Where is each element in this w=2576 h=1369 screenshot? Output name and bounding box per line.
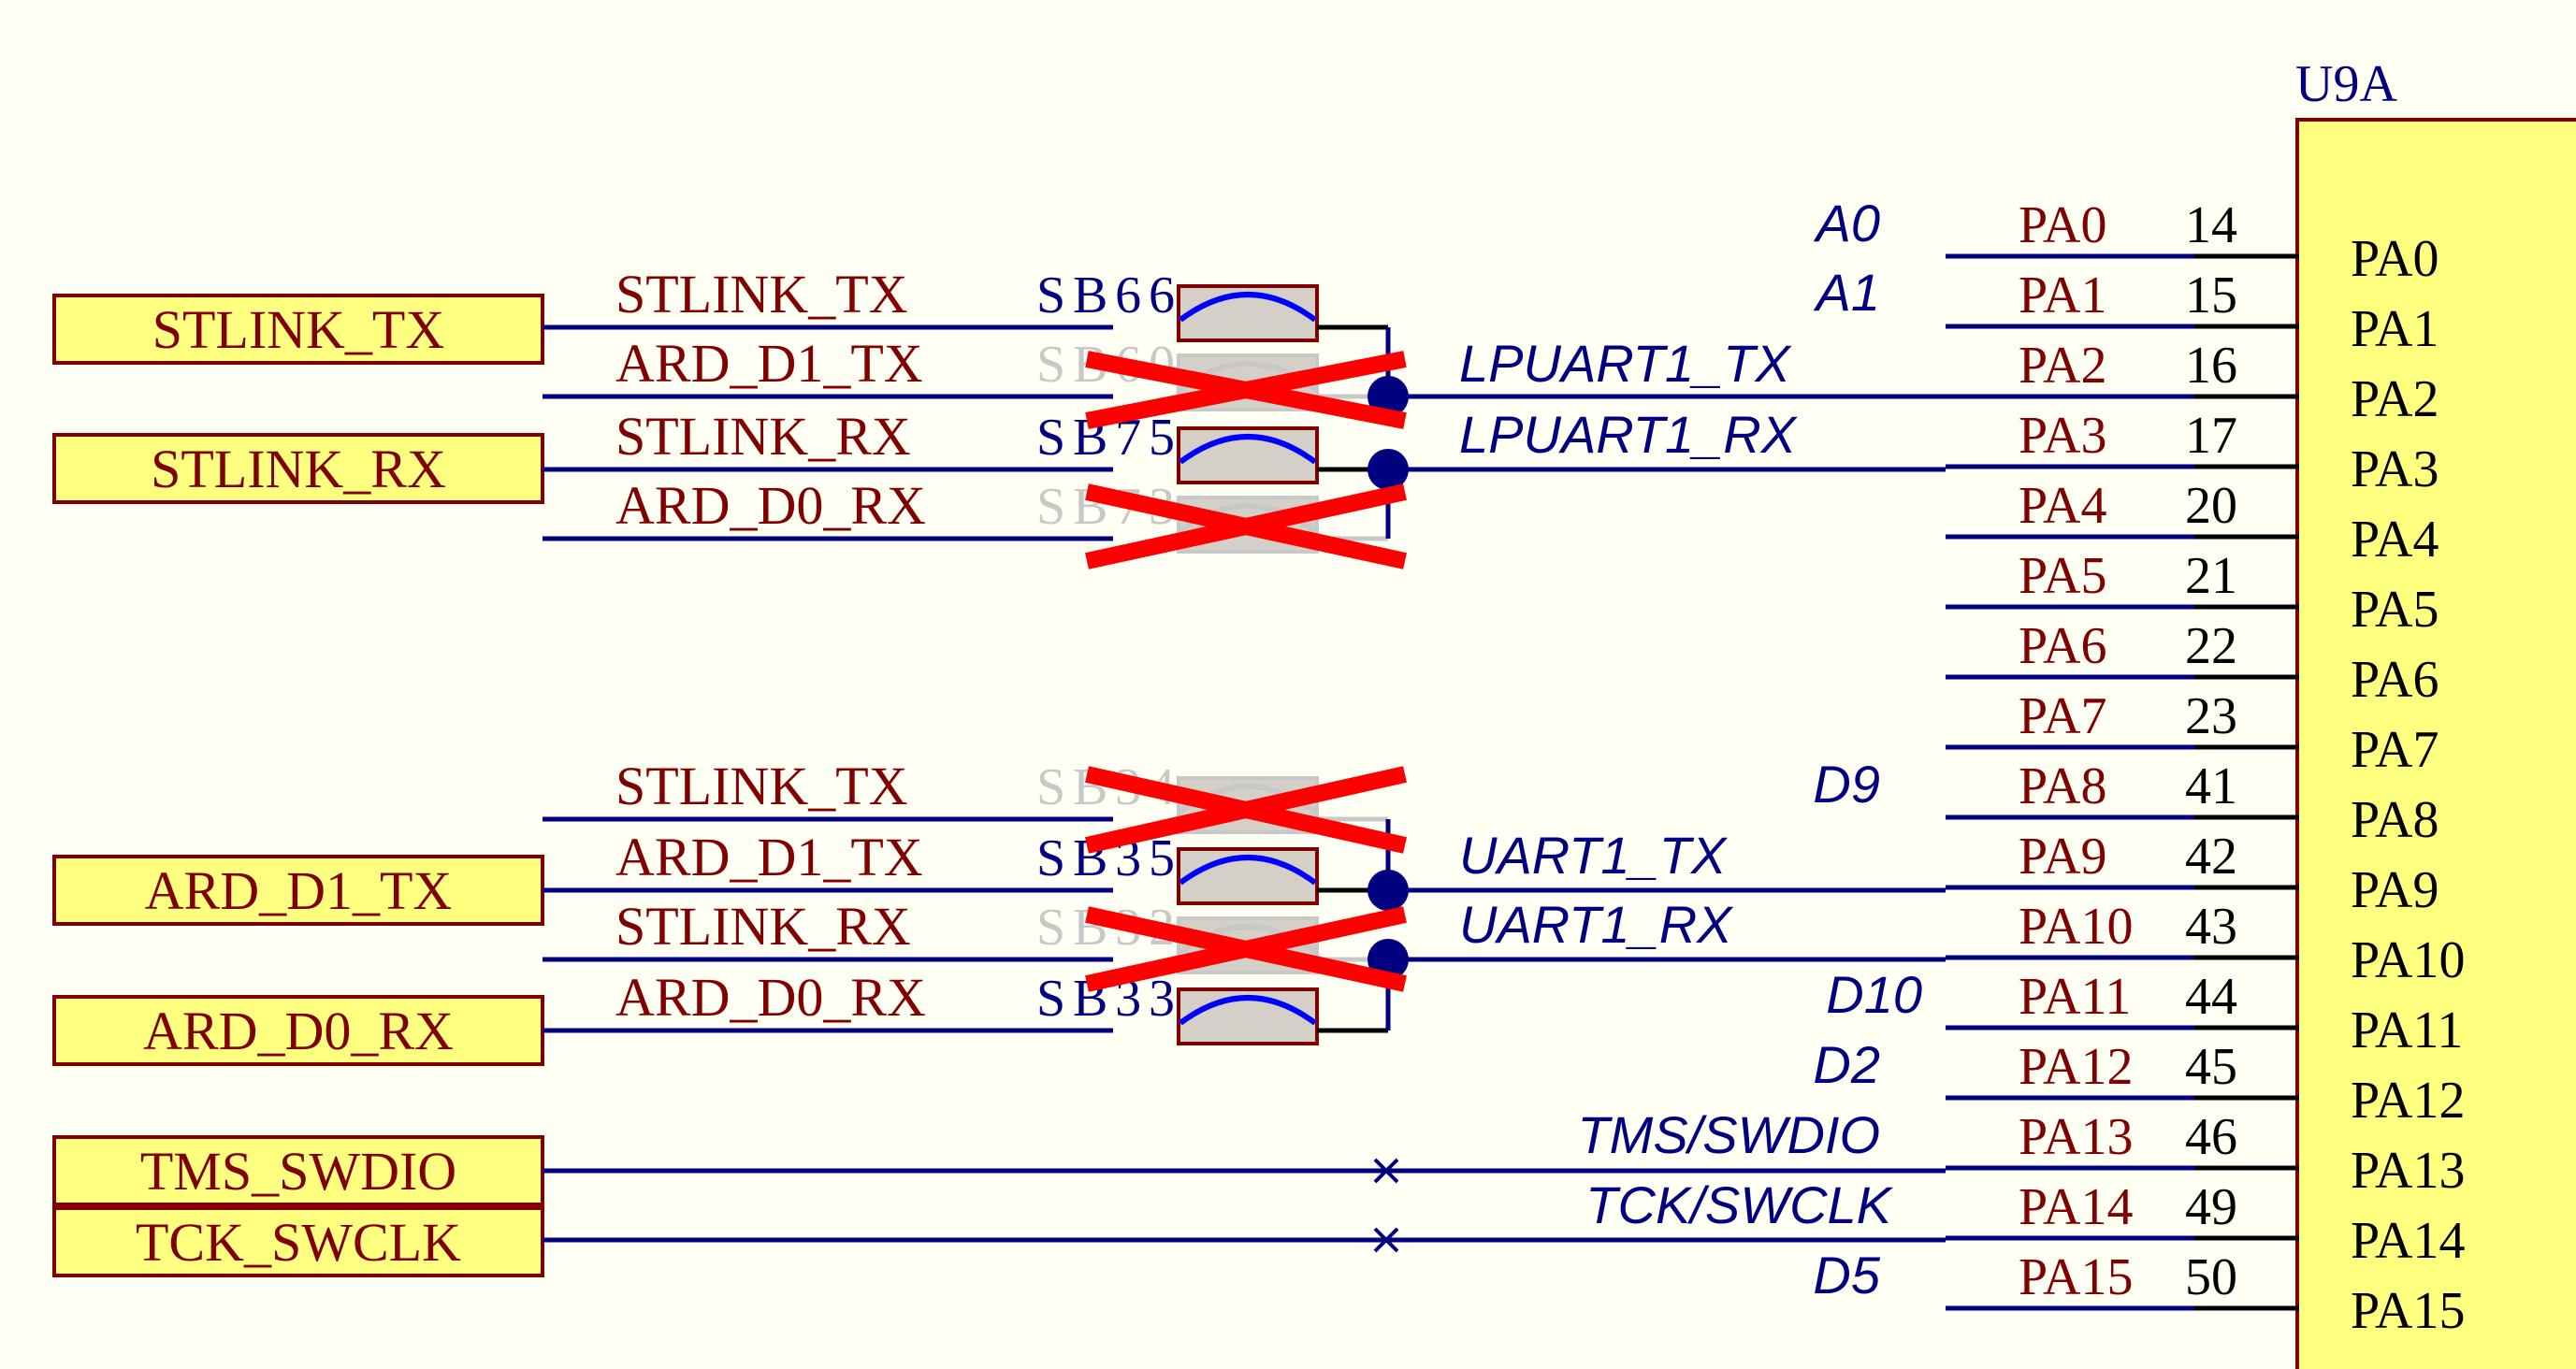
- pin-name: PA11: [2351, 1002, 2463, 1059]
- u9a-component-body: [2295, 118, 2576, 1369]
- pin-net-label: PA0: [2019, 196, 2106, 254]
- junction-dot: [1368, 376, 1409, 417]
- pin-name: PA0: [2351, 230, 2439, 288]
- pin-number: 50: [2185, 1248, 2237, 1306]
- net-label: LPUART1_RX: [1459, 405, 1799, 464]
- port-label: TCK_SWCLK: [136, 1212, 461, 1273]
- bridge-signal-label: STLINK_RX: [615, 406, 911, 467]
- no-connect-marker: [1373, 1158, 1399, 1184]
- net-label: TMS/SWDIO: [1577, 1105, 1880, 1164]
- port-label: STLINK_RX: [151, 439, 446, 499]
- removed-bridge-cross: [1085, 351, 1407, 429]
- pin-number: 21: [2185, 547, 2237, 605]
- pin-number: 14: [2185, 196, 2237, 254]
- pin-name: PA6: [2351, 651, 2439, 709]
- pin-name: PA1: [2351, 300, 2439, 358]
- pin-name: PA9: [2351, 861, 2439, 919]
- pin-name: PA2: [2351, 370, 2439, 428]
- removed-bridge-cross: [1085, 906, 1407, 992]
- removed-bridge-cross: [1085, 766, 1407, 854]
- pin-name: PA3: [2351, 440, 2439, 498]
- pin-net-label: PA15: [2019, 1248, 2133, 1306]
- net-label: D10: [1826, 965, 1922, 1024]
- bridge-signal-label: STLINK_RX: [615, 896, 911, 957]
- port-box: [52, 1206, 544, 1277]
- junction-dot: [1368, 870, 1409, 911]
- port-label: ARD_D1_TX: [145, 860, 453, 921]
- net-label: D2: [1813, 1035, 1880, 1094]
- port-box: [52, 294, 544, 365]
- pin-number: 46: [2185, 1108, 2237, 1166]
- net-label: UART1_TX: [1459, 826, 1729, 885]
- bridge-closed-arc: [1179, 855, 1317, 886]
- pin-net-label: PA3: [2019, 407, 2106, 465]
- component-designator: U9A: [2295, 55, 2397, 113]
- pin-number: 20: [2185, 477, 2237, 535]
- junction-dot: [1368, 449, 1409, 490]
- pin-name: PA8: [2351, 791, 2439, 849]
- pin-net-label: PA8: [2019, 757, 2106, 815]
- pin-number: 42: [2185, 828, 2237, 886]
- port-box: [52, 855, 544, 926]
- pin-name: PA5: [2351, 581, 2439, 639]
- pin-net-label: PA6: [2019, 617, 2106, 675]
- pin-net-label: PA9: [2019, 828, 2106, 886]
- pin-net-label: PA14: [2019, 1178, 2133, 1236]
- bridge-closed-arc: [1179, 995, 1317, 1026]
- bridge-signal-label: STLINK_TX: [615, 264, 908, 324]
- net-label: A0: [1814, 194, 1881, 252]
- pin-net-label: PA10: [2019, 898, 2133, 956]
- pin-name: PA10: [2351, 931, 2465, 989]
- pin-name: PA13: [2351, 1142, 2465, 1200]
- pin-net-label: PA11: [2019, 968, 2131, 1026]
- bridge-signal-label: ARD_D0_RX: [615, 967, 926, 1028]
- port-label: STLINK_TX: [152, 299, 445, 360]
- port-label: ARD_D0_RX: [143, 1001, 454, 1061]
- net-label: D5: [1813, 1246, 1880, 1304]
- pin-net-label: PA1: [2019, 267, 2106, 324]
- pin-number: 17: [2185, 407, 2237, 465]
- port-label: TMS_SWDIO: [140, 1141, 456, 1202]
- net-label: TCK/SWCLK: [1585, 1175, 1893, 1234]
- net-label: A1: [1814, 263, 1881, 322]
- pin-name: PA7: [2351, 721, 2439, 779]
- net-label: UART1_RX: [1459, 895, 1734, 954]
- bridge-signal-label: STLINK_TX: [615, 756, 908, 816]
- pin-net-label: PA12: [2019, 1038, 2133, 1096]
- bridge-signal-label: ARD_D0_RX: [615, 475, 926, 536]
- pin-name: PA14: [2351, 1212, 2465, 1270]
- solder-bridge-ref: SB66: [1036, 267, 1175, 324]
- removed-bridge-cross: [1085, 483, 1407, 569]
- bridge-signal-label: ARD_D1_TX: [615, 827, 923, 887]
- pin-number: 22: [2185, 617, 2237, 675]
- pin-name: PA15: [2351, 1282, 2465, 1340]
- pin-net-label: PA2: [2019, 337, 2106, 395]
- net-label: LPUART1_TX: [1459, 334, 1792, 393]
- no-connect-marker: [1373, 1227, 1399, 1253]
- pin-number: 43: [2185, 898, 2237, 956]
- bridge-closed-arc: [1179, 292, 1317, 323]
- pin-net-label: PA7: [2019, 687, 2106, 745]
- solder-bridge-body: [1177, 426, 1319, 484]
- pin-number: 41: [2185, 757, 2237, 815]
- bridge-signal-label: ARD_D1_TX: [615, 333, 923, 394]
- pin-number: 15: [2185, 267, 2237, 324]
- pin-name: PA12: [2351, 1072, 2465, 1130]
- pin-net-label: PA13: [2019, 1108, 2133, 1166]
- pin-number: 16: [2185, 337, 2237, 395]
- pin-net-label: PA5: [2019, 547, 2106, 605]
- pin-number: 23: [2185, 687, 2237, 745]
- pin-net-label: PA4: [2019, 477, 2106, 535]
- pin-number: 49: [2185, 1178, 2237, 1236]
- pin-number: 45: [2185, 1038, 2237, 1096]
- port-box: [52, 1135, 544, 1206]
- pin-name: PA4: [2351, 511, 2439, 569]
- net-label: D9: [1813, 755, 1880, 814]
- bridge-closed-arc: [1179, 434, 1317, 465]
- pin-number: 44: [2185, 968, 2237, 1026]
- port-box: [52, 433, 544, 504]
